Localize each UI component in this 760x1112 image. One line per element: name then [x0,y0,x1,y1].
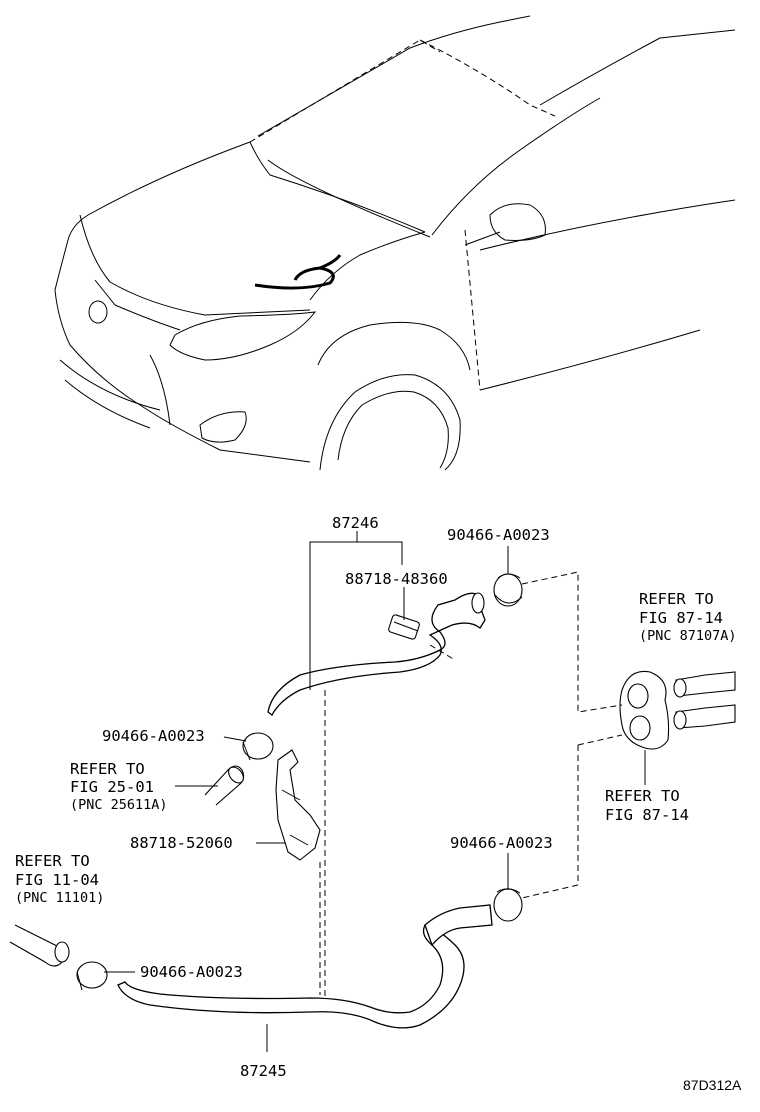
label-refer-11101-line3: (PNC 11101) [15,890,104,906]
upper-hose-87246 [267,592,486,716]
pipe-11101 [9,924,70,967]
label-refer-11101-line2: FIG 11-04 [15,871,99,889]
label-clamp-bottom: 90466-A0023 [140,963,243,981]
clamp-left-icon [242,732,274,761]
label-refer-25611-line3: (PNC 25611A) [70,797,168,813]
label-88718-52060: 88718-52060 [130,834,233,852]
pipe-25611a [204,765,245,806]
label-88718-48360: 88718-48360 [345,570,448,588]
clamp-bottom-icon [76,961,108,991]
figure-id: 87D312A [683,1077,742,1093]
grommet-icon [619,670,670,750]
label-refer-25611-line2: FIG 25-01 [70,778,154,796]
car-illustration [54,15,736,471]
leader-lines [104,531,646,1052]
label-refer-8714-line1: REFER TO [605,787,680,805]
parts-drawing [9,573,736,1029]
label-refer-11101-line1: REFER TO [15,852,90,870]
label-refer-25611-line1: REFER TO [70,760,145,778]
label-87246: 87246 [332,514,379,532]
label-clamp-right: 90466-A0023 [450,834,553,852]
reference-lines [319,571,623,1000]
label-clamp-left: 90466-A0023 [102,727,205,745]
label-clamp-top: 90466-A0023 [447,526,550,544]
clamp-top-icon [493,573,523,607]
label-refer-87107-line1: REFER TO [639,590,714,608]
bracket-88718-52060 [275,749,321,861]
clamp-right-icon [493,888,523,922]
clamp-88718-48360-icon [388,614,420,640]
label-refer-87107-line3: (PNC 87107A) [639,628,737,644]
label-87245: 87245 [240,1062,287,1080]
label-refer-87107-line2: FIG 87-14 [639,609,723,627]
pipes-87107a [673,671,736,730]
label-refer-8714-line2: FIG 87-14 [605,806,689,824]
